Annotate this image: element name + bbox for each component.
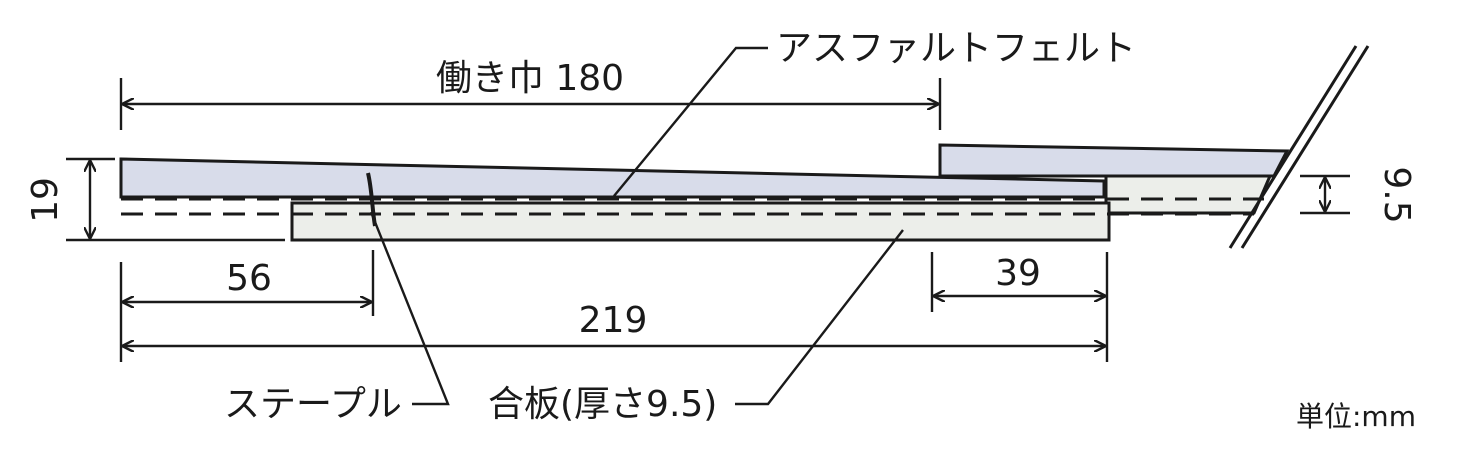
label-dim-56: 56 [226, 258, 272, 299]
dimension-thickness-9-5 [1300, 174, 1350, 215]
dimension-work-width [119, 78, 942, 130]
plywood-board [290, 201, 1111, 242]
label-unit: 単位:mm [1296, 400, 1416, 433]
label-work-width: 働き巾 180 [436, 58, 624, 99]
label-dim-219: 219 [579, 300, 648, 341]
label-asphalt-felt: アスファルトフェルト [776, 28, 1136, 69]
next-plywood-board [1104, 174, 1273, 215]
label-dim-9-5: 9.5 [1376, 166, 1417, 223]
asphalt-shingle [119, 157, 1106, 199]
dimension-39 [930, 252, 1109, 362]
label-dim-19: 19 [25, 177, 66, 223]
leader-staple [369, 211, 450, 406]
leader-plywood [735, 229, 904, 406]
label-dim-39: 39 [995, 253, 1041, 294]
break-lines [1228, 45, 1370, 249]
dimension-56 [119, 250, 375, 362]
label-plywood: 合板(厚さ9.5) [488, 384, 717, 425]
leader-asphalt-felt [613, 46, 768, 197]
label-staple: ステープル [224, 384, 402, 425]
dimension-height-19 [66, 157, 285, 242]
next-asphalt-shingle [938, 143, 1290, 178]
